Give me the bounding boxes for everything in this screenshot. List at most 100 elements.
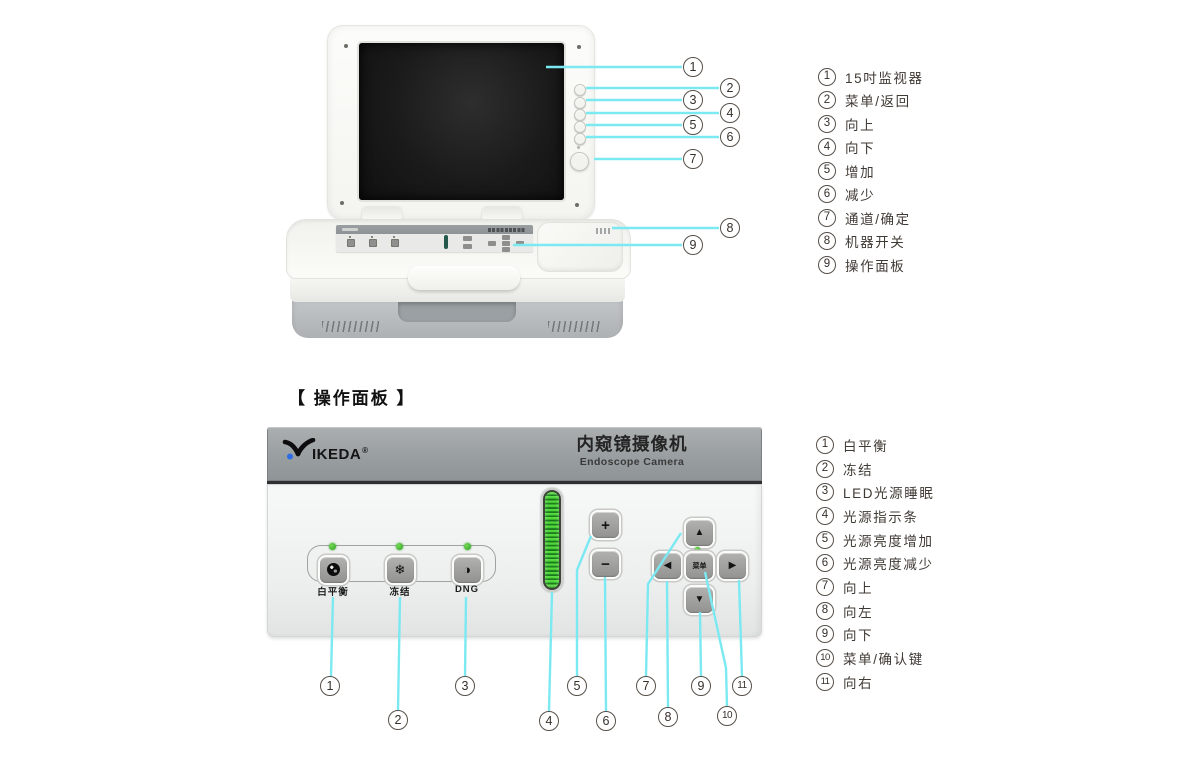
hinge	[362, 206, 402, 222]
legend-label: 15吋监视器	[845, 70, 924, 86]
mini-freeze-button	[369, 239, 377, 247]
callout-panel-10: 10	[717, 706, 737, 726]
callout-monitor-8: 8	[720, 218, 740, 238]
legend-item: 1 白平衡	[816, 433, 934, 457]
callout-panel-6: 6	[596, 711, 616, 731]
up-button: ▲	[686, 520, 713, 546]
monitor-increase-button	[574, 121, 586, 133]
callout-monitor-2: 2	[720, 78, 740, 98]
legend-label: 向上	[843, 580, 874, 596]
legend-item: 2 冻结	[816, 457, 934, 481]
callout-monitor-5: 5	[683, 115, 703, 135]
freeze-label: 冻结	[389, 587, 411, 598]
mini-panel-title	[488, 227, 526, 232]
monitor-up-button	[574, 97, 586, 109]
legend-number-badge: 9	[816, 625, 834, 644]
monitor-screen	[359, 43, 564, 200]
callout-panel-7: 7	[636, 676, 656, 696]
legend-number-badge: 2	[818, 91, 836, 110]
mini-menu-button	[502, 241, 510, 246]
legend-number-badge: 7	[816, 577, 834, 596]
legend-item: 4 光源指示条	[816, 504, 934, 528]
mini-light-indicator-bar	[444, 235, 448, 249]
status-led-icon	[463, 542, 471, 550]
legend-item: 9 操作面板	[818, 253, 924, 277]
legend-label: 白平衡	[843, 438, 889, 454]
brand-bird-icon	[282, 438, 316, 460]
legend-label: 向下	[843, 628, 874, 644]
mini-panel-header	[336, 225, 533, 234]
mini-down-button	[502, 247, 510, 252]
brand-name: IKEDA	[312, 446, 362, 463]
monitor-channel-ok-button	[570, 152, 589, 171]
legend-item: 9 向下	[816, 623, 934, 647]
legend-label: 向左	[843, 604, 874, 620]
legend-item: 6 光源亮度减少	[816, 551, 934, 575]
mini-right-button	[516, 241, 524, 246]
legend-item: 11 向右	[816, 670, 934, 694]
legend-item: 8 向左	[816, 599, 934, 623]
brand-logo: IKEDA ®	[282, 438, 368, 462]
legend-label: 菜单/返回	[845, 94, 911, 110]
legend-number-badge: 8	[818, 232, 836, 251]
arrow-up-icon: ▲	[694, 527, 705, 538]
legend-item: 3 向上	[818, 112, 924, 136]
panel-header: IKEDA ® 内窥镜摄像机 Endoscope Camera	[267, 427, 762, 484]
screw-icon	[575, 203, 579, 207]
callout-monitor-1: 1	[683, 57, 703, 77]
legend-label: 向下	[845, 141, 876, 157]
freeze-button: ❄	[386, 556, 414, 583]
callout-monitor-4: 4	[720, 103, 740, 123]
callout-monitor-6: 6	[720, 127, 740, 147]
legend-number-badge: 6	[816, 554, 834, 573]
brightness-increase-button: +	[592, 512, 619, 538]
callout-monitor-7: 7	[683, 149, 703, 169]
legend-number-badge: 2	[816, 459, 834, 478]
mini-white-balance-button	[347, 239, 355, 247]
legend-label: 操作面板	[845, 258, 906, 274]
vent-grille-icon	[548, 321, 600, 332]
dng-button: ◑	[453, 556, 481, 583]
down-button: ▼	[686, 587, 713, 613]
arrow-down-icon: ▼	[694, 594, 705, 605]
status-led-icon	[328, 542, 336, 550]
callout-monitor-9: 9	[683, 235, 703, 255]
screw-icon	[577, 45, 581, 49]
plus-icon: +	[601, 516, 610, 534]
legend-label: LED光源睡眠	[843, 486, 935, 502]
legend-label: 向上	[845, 117, 876, 133]
legend-item: 1 15吋监视器	[818, 65, 924, 89]
snowflake-icon: ❄	[394, 562, 406, 577]
operation-panel-mini	[336, 225, 533, 252]
screw-icon	[340, 201, 344, 205]
hinge	[482, 206, 522, 222]
mini-up-button	[502, 235, 510, 240]
device-base-recess	[398, 302, 516, 322]
legend-item: 5 增加	[818, 159, 924, 183]
white-balance-icon	[326, 563, 340, 576]
contrast-icon: ◑	[463, 562, 471, 577]
dng-label: DNG	[454, 584, 480, 595]
legend-item: 6 减少	[818, 183, 924, 207]
screw-icon	[344, 44, 348, 48]
legend-label: 向右	[843, 675, 874, 691]
legend-item: 7 通道/确定	[818, 206, 924, 230]
mini-plus-button	[463, 236, 472, 241]
callout-panel-9: 9	[691, 676, 711, 696]
callout-panel-3: 3	[455, 676, 475, 696]
legend-number-badge: 8	[816, 601, 834, 620]
white-balance-label: 白平衡	[317, 587, 349, 598]
legend-number-badge: 1	[818, 67, 836, 86]
legend-label: 机器开关	[845, 235, 906, 251]
menu-led-icon	[695, 547, 700, 552]
arrow-right-icon: ▶	[728, 560, 737, 571]
callout-panel-1: 1	[320, 676, 340, 696]
legend-number-badge: 5	[816, 530, 834, 549]
legend-item: 3 LED光源睡眠	[816, 480, 934, 504]
mini-dng-button	[391, 239, 399, 247]
callout-monitor-3: 3	[683, 90, 703, 110]
monitor-photo	[327, 25, 595, 220]
brightness-decrease-button: −	[592, 551, 619, 577]
arrow-left-icon: ◀	[663, 560, 672, 571]
